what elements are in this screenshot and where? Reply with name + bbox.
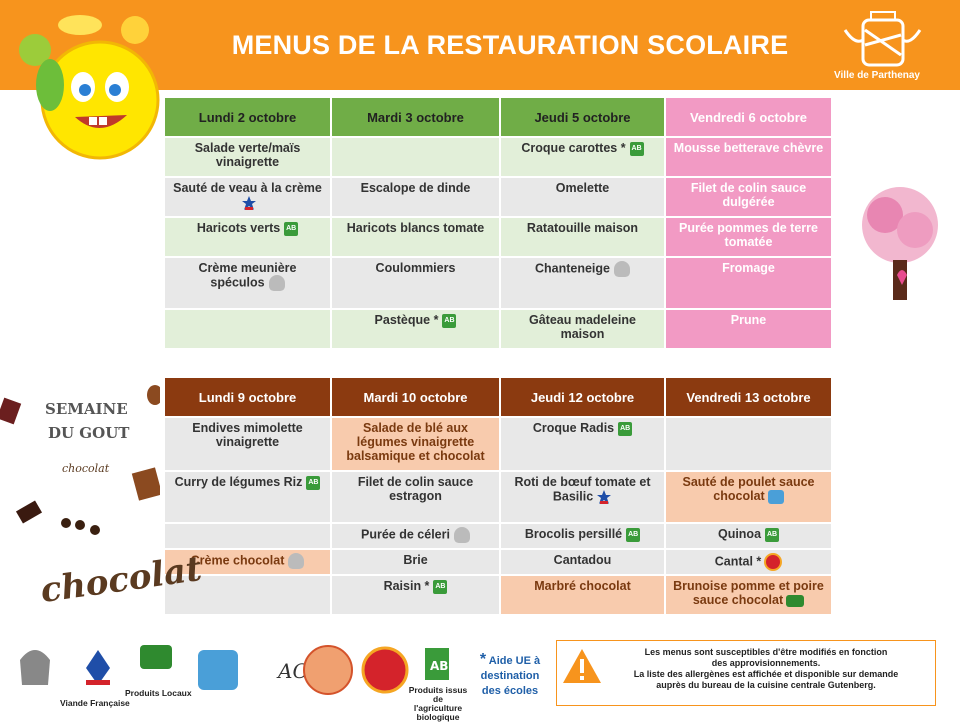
semaine-du-gout-illustration: SEMAINE DU GOUT chocolat chocolat: [0, 380, 204, 630]
svg-text:AB: AB: [430, 659, 448, 673]
town-name: Ville de Parthenay: [834, 70, 920, 81]
menu-cell: [165, 524, 330, 548]
menu-cell: Raisin *AB: [332, 576, 499, 614]
organic-ab-icon: AB: [765, 527, 780, 542]
week1-day-header: Mardi 3 octobre: [332, 98, 499, 136]
organic-ab-icon: AB: [433, 579, 448, 594]
organic-ab-icon: AB: [618, 421, 633, 436]
chocolat-small-label: chocolat: [62, 462, 110, 475]
footer-labels-logos: AOC AB: [20, 645, 449, 695]
produits-locaux-label: Produits Locaux: [125, 688, 192, 698]
produits-locaux-icon: [786, 594, 805, 607]
bleu-blanc-coeur-icon: [767, 489, 784, 504]
menu-cell: [666, 418, 831, 470]
menu-cell: Purée de céleri: [332, 524, 499, 548]
town-crest-logo: [843, 11, 922, 67]
menu-cell: Fromage: [666, 258, 831, 308]
menu-cell: Omelette: [501, 178, 664, 216]
week1-day-header: Jeudi 5 octobre: [501, 98, 664, 136]
menu-cell: Pastèque *AB: [332, 310, 499, 348]
menu-cell: [165, 576, 330, 614]
organic-ab-icon: AB: [442, 313, 457, 328]
menu-cell: Chanteneige: [501, 258, 664, 308]
chef-hat-icon: [614, 261, 630, 277]
viande-francaise-icon: [597, 490, 612, 504]
du-gout-label: DU GOUT: [48, 424, 130, 442]
viande-francaise-icon: [242, 196, 256, 210]
week2-day-header: Jeudi 12 octobre: [501, 378, 664, 416]
menu-cell: [165, 310, 330, 348]
header-banner: [0, 0, 960, 90]
menu-cell: Escalope de dinde: [332, 178, 499, 216]
menu-cell: Crème chocolat: [165, 550, 330, 574]
week2-menu-table: Lundi 9 octobre Mardi 10 octobre Jeudi 1…: [163, 376, 833, 616]
pink-ribbon-tree-illustration: [862, 187, 938, 300]
menu-cell: Salade verte/maïs vinaigrette: [165, 138, 330, 176]
viande-francaise-label: Viande Française: [60, 698, 130, 708]
menu-cell: Filet de colin sauce estragon: [332, 472, 499, 522]
organic-ab-icon: AB: [306, 475, 321, 490]
chef-hat-icon: [453, 527, 470, 543]
menu-cell: Crème meunière spéculos: [165, 258, 330, 308]
semaine-label: SEMAINE: [45, 400, 128, 418]
menu-cell: Mousse betterave chèvre: [666, 138, 831, 176]
menu-cell: Salade de blé aux légumes vinaigrette ba…: [332, 418, 499, 470]
menu-cell: Cantal *: [666, 550, 831, 574]
menu-cell: Cantadou: [501, 550, 664, 574]
menu-cell: Ratatouille maison: [501, 218, 664, 256]
week1-day-header: Lundi 2 octobre: [165, 98, 330, 136]
menu-cell: Haricots blancs tomate: [332, 218, 499, 256]
menu-cell: Sauté de poulet sauce chocolat: [666, 472, 831, 522]
aop-label-icon: [764, 553, 783, 571]
week2-day-header: Lundi 9 octobre: [165, 378, 330, 416]
aide-ue-note: * Aide UE à destination des écoles: [479, 651, 541, 698]
menu-cell: Brie: [332, 550, 499, 574]
menu-cell: Gâteau madeleine maison: [501, 310, 664, 348]
menu-cell: Endives mimolette vinaigrette: [165, 418, 330, 470]
allergen-notice-box: Les menus sont susceptibles d'être modif…: [556, 640, 936, 706]
chef-hat-icon: [268, 275, 285, 291]
menu-cell: Prune: [666, 310, 831, 348]
week2-day-header: Mardi 10 octobre: [332, 378, 499, 416]
menu-cell: Croque carottes *AB: [501, 138, 664, 176]
menu-cell: Marbré chocolat: [501, 576, 664, 614]
menu-cell: Purée pommes de terre tomatée: [666, 218, 831, 256]
menu-cell: Filet de colin sauce dulgérée: [666, 178, 831, 216]
week1-day-header: Vendredi 6 octobre: [666, 98, 831, 136]
week2-day-header: Vendredi 13 octobre: [666, 378, 831, 416]
fruit-mascot-logo: [19, 15, 160, 160]
page-title: MENUS DE LA RESTAURATION SCOLAIRE: [231, 30, 789, 60]
warning-icon: [563, 649, 601, 683]
organic-ab-icon: AB: [629, 141, 644, 156]
chocolate-pieces-icon: [0, 385, 160, 535]
organic-ab-icon: AB: [284, 221, 299, 236]
menu-cell: Roti de bœuf tomate et Basilic: [501, 472, 664, 522]
bio-label: Produits issus de l'agriculture biologiq…: [408, 685, 468, 722]
asterisk: *: [479, 651, 487, 668]
menu-cell: Coulommiers: [332, 258, 499, 308]
notice-text: Les menus sont susceptibles d'être modif…: [633, 647, 899, 690]
fait-maison-icon: [20, 650, 50, 685]
week1-menu-table: Lundi 2 octobre Mardi 3 octobre Jeudi 5 …: [163, 96, 833, 350]
menu-cell: [332, 138, 499, 176]
menu-cell: Brunoise pomme et poire sauce chocolat: [666, 576, 831, 614]
chef-hat-icon: [288, 553, 305, 569]
organic-ab-icon: AB: [626, 527, 641, 542]
menu-cell: Sauté de veau à la crème: [165, 178, 330, 216]
